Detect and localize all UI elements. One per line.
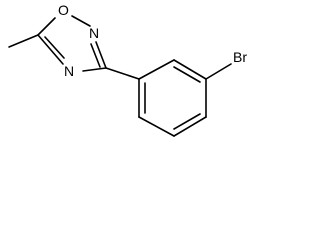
bond-c5-o1: [37, 17, 56, 36]
bond-c3-n4: [82, 67, 107, 72]
bond-n4-c5: [37, 34, 64, 65]
bond-ph-5-6: [138, 116, 175, 137]
bromine-atom-label: Br: [233, 49, 247, 65]
chemical-structure: O N N Br: [8, 2, 247, 137]
bond-ph-1-2: [138, 59, 175, 80]
bond-ph-4-5-inner: [173, 113, 201, 130]
bond-ph-br: [205, 63, 232, 80]
bond-ph-4-5: [173, 116, 207, 137]
bond-o1-n2: [71, 15, 91, 27]
bond-n4-c5-second: [44, 36, 65, 59]
bond-methyl-c5: [8, 34, 39, 48]
oxygen-atom-label: O: [58, 2, 69, 18]
bonds: [8, 15, 232, 137]
bond-c3-phenyl: [105, 67, 140, 80]
bond-ph-2-3-inner: [173, 66, 201, 83]
nitrogen-top-atom-label: N: [89, 25, 99, 41]
bond-n2-c3: [95, 41, 107, 69]
bond-ph-2-3: [173, 59, 207, 80]
atom-labels: O N N Br: [58, 2, 247, 79]
nitrogen-bottom-atom-label: N: [64, 63, 74, 79]
bond-n2-c3-second: [90, 43, 101, 68]
